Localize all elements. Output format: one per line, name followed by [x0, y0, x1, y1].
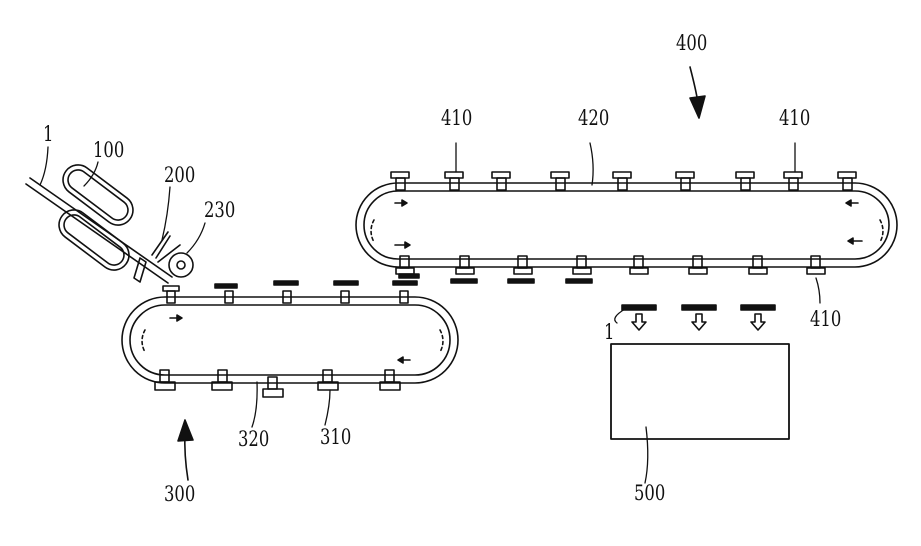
leader-lines: [40, 143, 820, 483]
upper-holders-bottom: [396, 256, 825, 283]
label-cutter-roller: 230: [204, 200, 235, 221]
label-stacked-sheet: 1: [604, 322, 614, 343]
label-upper-holder-left: 410: [441, 108, 472, 129]
upper-conveyor-belt: [356, 183, 897, 267]
lower-conveyor-belt: [122, 297, 458, 383]
label-lower-conveyor: 300: [164, 484, 195, 505]
label-upper-holder-right: 410: [779, 108, 810, 129]
label-upper-holder-bottom: 410: [810, 309, 841, 330]
feed-roller-unit: [26, 159, 172, 283]
pointer-arrow-400: [690, 67, 705, 118]
label-receiving-box: 500: [634, 483, 665, 504]
label-upper-conveyor: 400: [676, 33, 707, 54]
label-cutter: 200: [164, 165, 195, 186]
pointer-arrow-300: [178, 420, 193, 480]
dropping-sheets: [622, 305, 775, 330]
upper-holders-top: [391, 172, 856, 190]
label-upper-belt: 420: [578, 108, 609, 129]
lower-holders-top: [163, 281, 417, 303]
cutter-roller: [169, 253, 193, 277]
receiving-box: [611, 344, 789, 439]
label-lower-belt: 320: [238, 429, 269, 450]
label-roller-unit: 100: [93, 140, 124, 161]
label-lower-holder: 310: [320, 427, 351, 448]
label-sheet: 1: [43, 124, 53, 145]
